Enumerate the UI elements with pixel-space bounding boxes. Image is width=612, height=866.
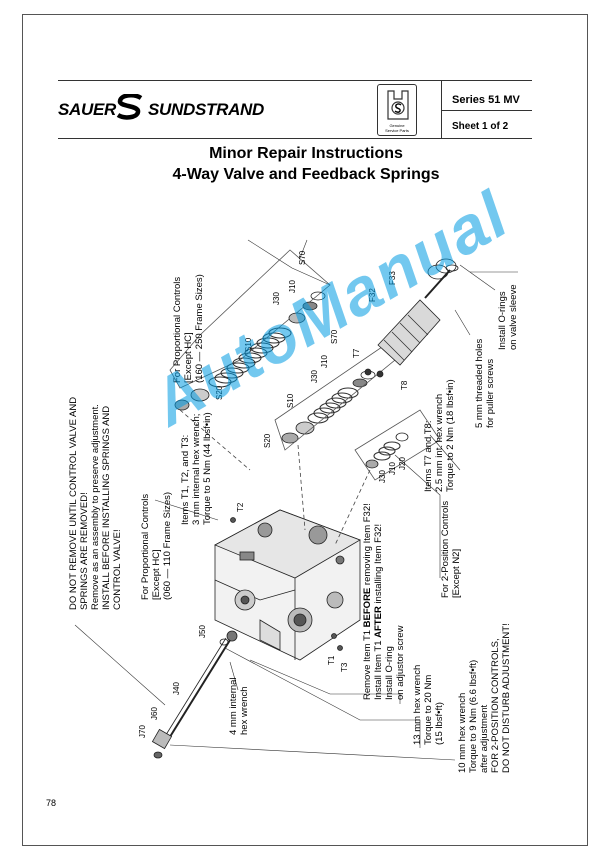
label-t8: T8 xyxy=(400,380,409,390)
sauer-s-icon xyxy=(116,94,143,120)
label-j40: J40 xyxy=(172,682,181,695)
page-frame xyxy=(22,14,588,846)
remove-t1-note: Remove Item T1 BEFORE removing Item F32!… xyxy=(362,503,406,700)
brand-left: SAUER xyxy=(58,100,117,119)
two-position-stack xyxy=(354,409,441,481)
label-j20: J20 xyxy=(398,457,407,470)
page-number: 78 xyxy=(46,798,57,808)
label-j70: J70 xyxy=(138,725,147,738)
label-j30-lower: J30 xyxy=(378,470,387,483)
label-t2: T2 xyxy=(236,502,245,512)
control-valve-sleeve xyxy=(364,258,459,378)
brand-right: SUNDSTRAND xyxy=(148,100,265,119)
header-top-rule xyxy=(58,80,532,81)
t7-t8-note: Items T7 and T8: 2.5 mm int. hex wrench … xyxy=(423,379,456,492)
two-position-note: For 2-Position Controls [Except N2] xyxy=(440,500,462,598)
label-j30-mid: J30 xyxy=(310,370,319,383)
orings-note: Install O-rings on valve sleeve xyxy=(497,284,519,350)
genuine-parts-badge: Genuine Service Parts xyxy=(377,84,417,136)
hex13-note: 13 mm hex wrench Torque to 20 Nm (15 lbs… xyxy=(412,664,445,745)
badge-caption-2: Service Parts xyxy=(385,128,409,133)
label-t1: T1 xyxy=(327,655,336,665)
label-j10-lower: J10 xyxy=(388,462,397,475)
title-line-2: 4-Way Valve and Feedback Springs xyxy=(172,166,440,183)
label-t7: T7 xyxy=(352,348,361,358)
header-bottom-rule xyxy=(58,138,532,139)
label-j60: J60 xyxy=(150,707,159,720)
prop-small-note: For Proportional Controls [Except HC] (0… xyxy=(140,491,173,600)
label-s20-mid: S20 xyxy=(263,433,272,448)
spring-stack-large xyxy=(169,249,331,411)
label-t3: T3 xyxy=(340,662,349,672)
hex10-note: 10 mm hex wrench Torque to 9 Nm (6.6 lbs… xyxy=(457,623,512,773)
sheet-label: Sheet 1 of 2 xyxy=(452,121,509,132)
genuine-parts-icon xyxy=(387,90,409,120)
brand-logo: SAUER SUNDSTRAND xyxy=(58,94,264,120)
header-divider xyxy=(441,80,442,138)
title-line-1: Minor Repair Instructions xyxy=(209,145,403,162)
adjustor-screw xyxy=(151,637,231,759)
label-s10-mid: S10 xyxy=(286,393,295,408)
label-j50: J50 xyxy=(198,625,207,638)
valve-housing xyxy=(214,509,361,661)
label-s70-upper: S70 xyxy=(298,250,307,265)
header-mid-rule xyxy=(441,110,532,111)
screws-t xyxy=(230,517,343,651)
series-label: Series 51 MV xyxy=(452,94,520,106)
threaded-holes-note: 5 mm threaded holes for puller screws xyxy=(474,338,496,428)
label-j10-mid: J10 xyxy=(320,355,329,368)
badge-caption-1: Genuine xyxy=(389,123,405,128)
hex4-note: 4 mm internal hex wrench xyxy=(228,677,250,735)
